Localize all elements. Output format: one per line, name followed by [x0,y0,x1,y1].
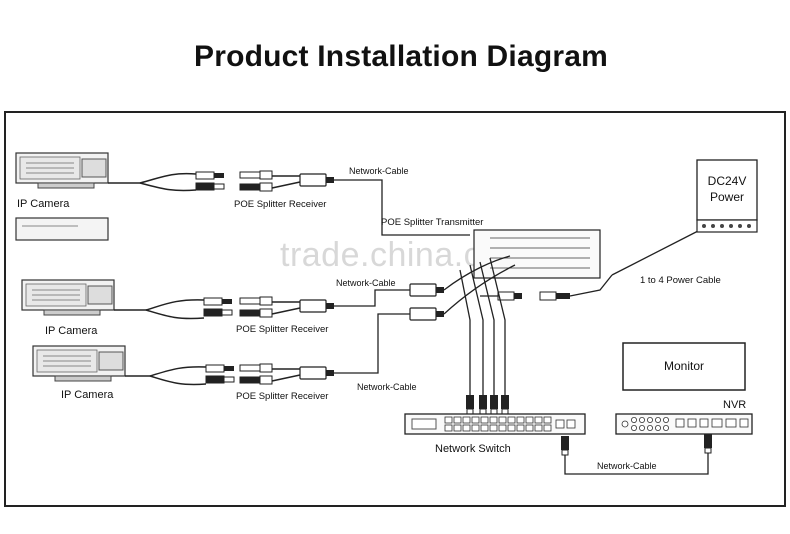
network-cable-lines [334,179,470,374]
ip-camera-1 [15,152,225,192]
poe-receiver-3-label: POE Splitter Receiver [236,391,328,402]
network-cable-label-2: Network-Cable [336,278,396,288]
network-switch-label: Network Switch [435,443,511,455]
dc24v-power-supply [696,159,758,233]
network-cable-label-3: Network-Cable [357,382,417,392]
power-label-line1: DC24V [708,174,747,188]
power-cable-label: 1 to 4 Power Cable [640,275,721,286]
power-cable-plugs [497,291,570,301]
ip-camera-3-label: IP Camera [45,325,98,337]
poe-receiver-3 [239,363,335,385]
poe-receiver-2-label: POE Splitter Receiver [236,324,328,335]
ip-camera-2 [15,217,109,241]
ip-camera-1-label: IP Camera [17,198,70,210]
poe-receiver-2 [239,296,335,318]
diagram-title: Product Installation Diagram [194,40,608,73]
poe-receiver-1-label: POE Splitter Receiver [234,199,326,210]
poe-transmitter [409,229,601,321]
nvr-label: NVR [723,399,746,411]
ip-camera-4-label: IP Camera [61,389,114,401]
poe-transmitter-label: POE Splitter Transmitter [381,217,483,228]
ip-camera-3 [21,279,233,320]
switch-uplink-cables [459,257,506,395]
network-switch [404,413,586,435]
switch-uplink-plugs [465,394,510,415]
nvr [615,413,753,435]
ip-camera-4 [32,345,235,386]
monitor-label: Monitor [664,359,704,373]
network-cable-label-4: Network-Cable [597,461,657,471]
switch-nvr-cable [560,433,713,475]
watermark: trade.china.cn [280,236,501,274]
network-cable-label-1: Network-Cable [349,166,409,176]
poe-receiver-1 [239,170,335,192]
diagram-frame [4,111,786,507]
monitor [622,342,746,391]
power-label-line2: Power [710,190,744,204]
power-cable [480,229,701,297]
